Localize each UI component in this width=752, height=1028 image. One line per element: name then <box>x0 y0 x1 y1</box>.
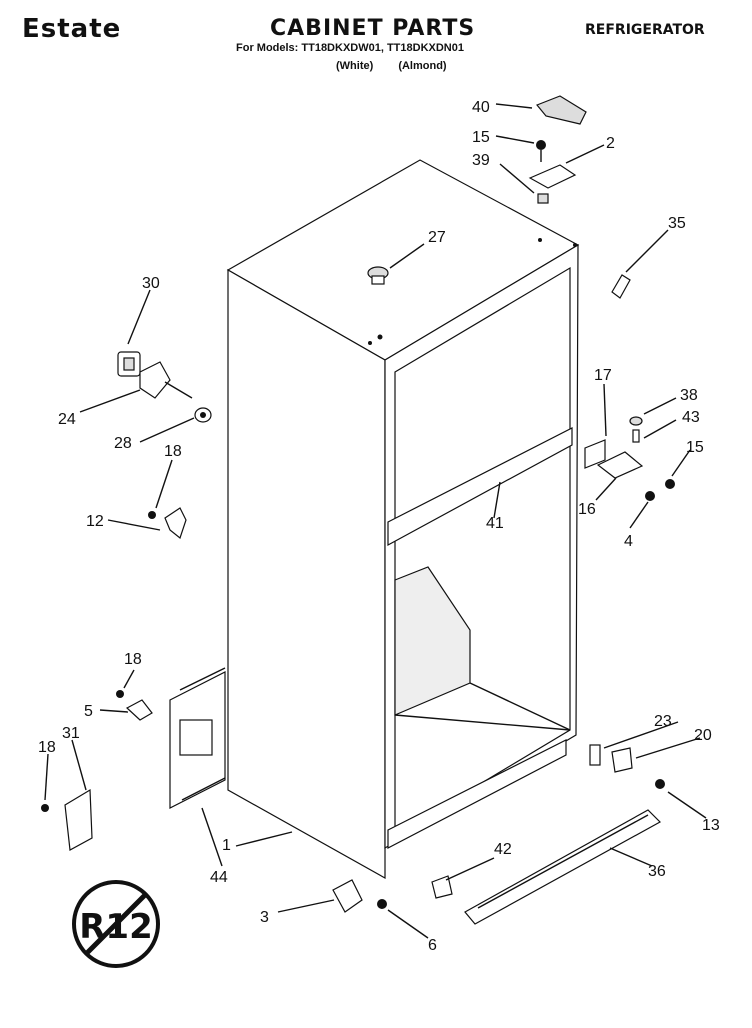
leader-lines <box>44 103 707 939</box>
part-23-20-bottom-hinge <box>589 744 665 789</box>
part-36-grille <box>464 809 661 925</box>
callout-43: 43 <box>682 409 700 426</box>
callout-13: 13 <box>702 817 720 834</box>
callout-36: 36 <box>648 863 666 880</box>
part-44-bracket <box>169 667 226 809</box>
callout-6: 6 <box>428 937 437 954</box>
callout-24: 24 <box>58 411 76 428</box>
category-label: REFRIGERATOR <box>585 22 705 38</box>
part-4-screw <box>645 491 655 501</box>
part-27-plug <box>367 266 389 285</box>
part-6-screw <box>377 899 387 909</box>
callout-44: 44 <box>210 869 228 886</box>
part-15b-screw <box>665 479 675 489</box>
callout-42: 42 <box>494 841 512 858</box>
part-24-stop <box>139 361 193 399</box>
callout-18b: 18 <box>124 651 142 668</box>
page-title: CABINET PARTS <box>270 16 476 41</box>
part-35-bracket <box>611 274 631 299</box>
part-12-bracket <box>148 507 187 540</box>
callout-39: 39 <box>472 152 490 169</box>
part-17-38-43-hinge-parts <box>584 416 643 469</box>
part-16-hinge <box>596 451 644 479</box>
callout-5: 5 <box>84 703 93 720</box>
callout-30: 30 <box>142 275 160 292</box>
cabinet <box>226 159 580 880</box>
callout-41: 41 <box>486 515 504 532</box>
callout-15b: 15 <box>686 439 704 456</box>
callout-4: 4 <box>624 533 633 550</box>
part-40-hinge-cover <box>536 95 587 125</box>
callout-18c: 18 <box>38 739 56 756</box>
callout-28: 28 <box>114 435 132 452</box>
callout-35: 35 <box>668 215 686 232</box>
part-15-screw <box>536 140 546 162</box>
callout-17: 17 <box>594 367 612 384</box>
callout-16: 16 <box>578 501 596 518</box>
brand-logo: Estate <box>22 14 122 44</box>
part-28-washer <box>194 407 212 423</box>
callout-12: 12 <box>86 513 104 530</box>
part-30-bezel <box>117 351 141 377</box>
part-39-bushing <box>537 193 549 204</box>
callout-3: 3 <box>260 909 269 926</box>
colors-line: (White) (Almond) <box>336 60 447 72</box>
callout-23: 23 <box>654 713 672 730</box>
callout-38: 38 <box>680 387 698 404</box>
part-31-cover <box>41 788 93 851</box>
callout-20: 20 <box>694 727 712 744</box>
callout-31: 31 <box>62 725 80 742</box>
callout-2: 2 <box>606 135 615 152</box>
callout-1: 1 <box>222 837 231 854</box>
callout-numbers: 40 15 2 39 27 35 30 24 28 18 12 17 38 43… <box>38 99 720 954</box>
callout-40: 40 <box>472 99 490 116</box>
part-42-clip <box>431 875 453 899</box>
part-5-hinge-pin <box>116 690 153 721</box>
callout-15: 15 <box>472 129 490 146</box>
models-line: For Models: TT18DKXDW01, TT18DKXDN01 <box>236 42 464 54</box>
callout-18a: 18 <box>164 443 182 460</box>
r12-symbol: R12 <box>72 880 160 968</box>
callout-27: 27 <box>428 229 446 246</box>
part-2-hinge <box>528 164 577 189</box>
part-3-hinge <box>332 879 363 913</box>
